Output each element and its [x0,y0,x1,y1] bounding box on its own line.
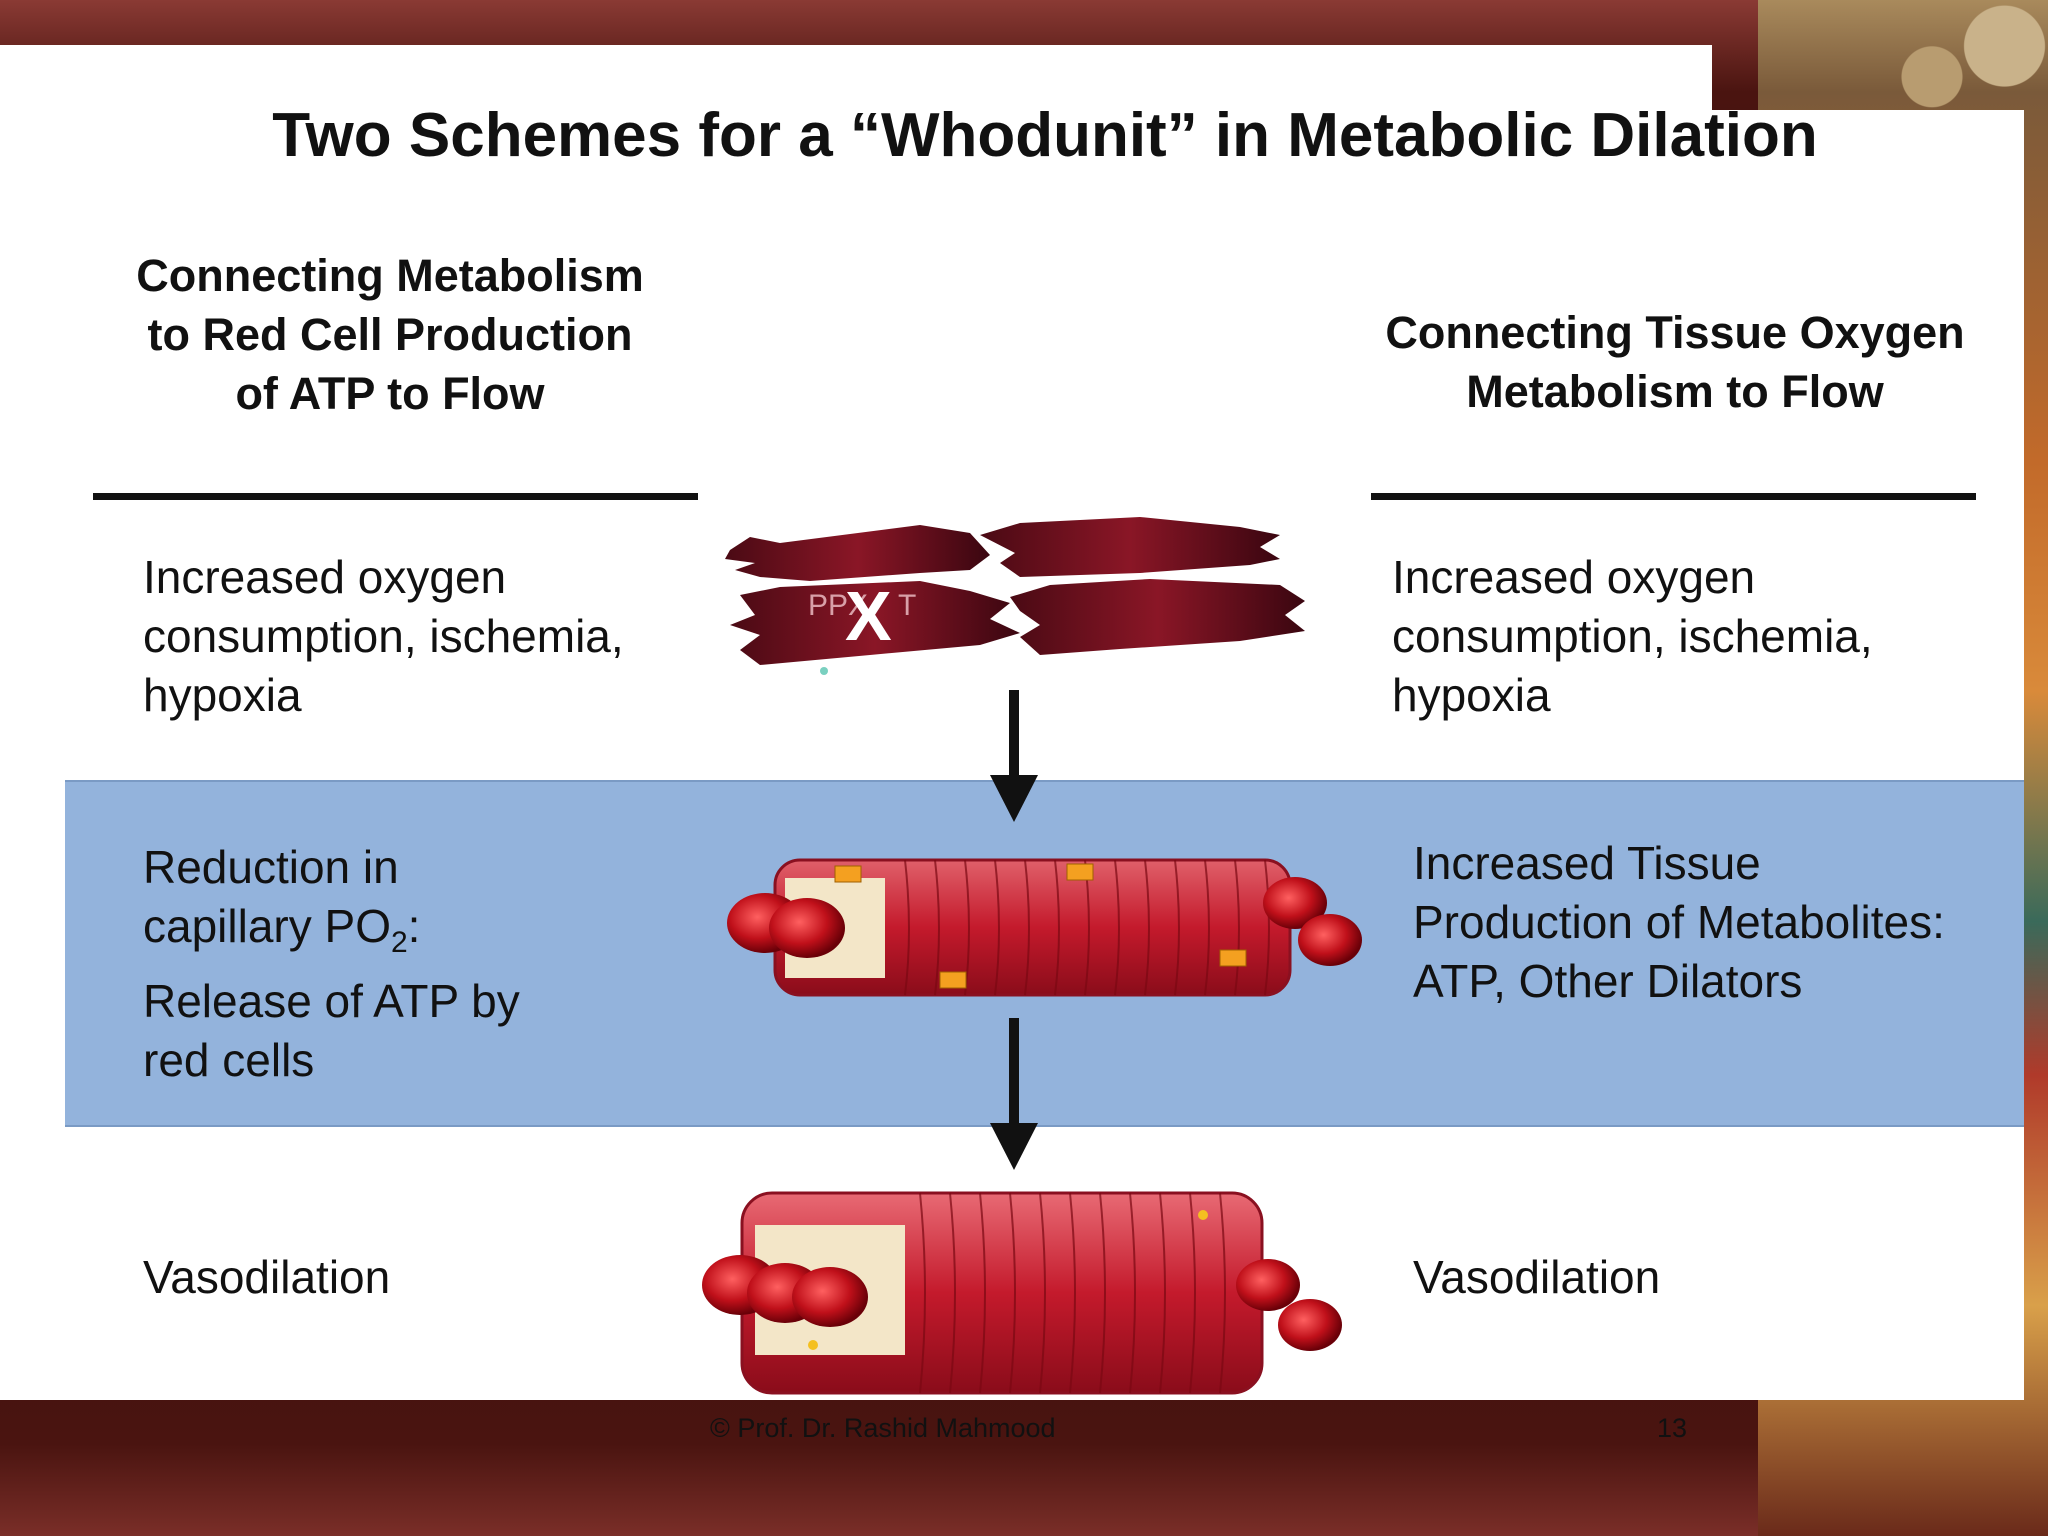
muscle-fiber [1010,579,1305,655]
red-blood-cell [1278,1299,1342,1351]
blood-vessel-illustration [727,858,1362,997]
red-blood-cell [792,1267,868,1327]
arrow-down-2 [990,1018,1038,1170]
right-heading-divider [1371,493,1976,500]
text-line: Increased oxygen [1392,551,1756,603]
row1-left-text: Increased oxygen consumption, ischemia, … [143,548,624,725]
muscle-label-t: T [898,589,916,622]
text-line: red cells [143,1034,315,1087]
slide-title: Two Schemes for a “Whodunit” in Metaboli… [272,101,1818,170]
red-blood-cell [1298,914,1362,966]
red-blood-cell [769,898,845,958]
footer-credit: © Prof. Dr. Rashid Mahmood [710,1413,1056,1443]
muscle-label-pp: PPX [808,589,868,622]
page-number: 13 [1657,1413,1688,1443]
row3-right-text: Vasodilation [1413,1251,1661,1303]
slide-canvas [0,45,1712,1400]
text-line: hypoxia [1392,669,1551,721]
atp-marker [1198,1210,1208,1220]
red-blood-cell [1263,877,1327,929]
row1-right-text: Increased oxygen consumption, ischemia, … [1392,548,1873,725]
text-line: Production of Metabolites: [1413,896,1945,948]
left-heading-divider [93,493,698,500]
left-heading-line: of ATP to Flow [235,368,545,419]
muscle-fibers-illustration: PPX T X [725,517,1305,675]
muscle-fiber [725,525,990,581]
text-line: consumption, ischemia, [143,610,624,662]
slide-canvas-extension [1712,110,2024,1400]
atp-marker [1219,949,1247,967]
atp-marker [834,865,862,883]
right-column-heading: Connecting Tissue Oxygen Metabolism to F… [1350,303,2000,421]
dilated-vessel-illustration [702,1191,1342,1395]
right-heading-line: Connecting Tissue Oxygen [1385,307,1965,358]
muscle-fiber [980,517,1280,577]
marker-dot [820,667,828,675]
po2-suffix: : [407,900,421,952]
arrow-down-1 [990,690,1038,822]
row3-left-text: Vasodilation [143,1251,391,1303]
text-line: Release of ATP by [143,975,520,1028]
po2-subscript: 2 [390,926,408,960]
atp-marker [1066,863,1094,881]
atp-marker [808,1340,818,1350]
row2-left-text: Reduction in capillary PO2: Release of A… [143,838,520,1090]
text-line: Increased Tissue [1413,837,1761,889]
text-line: Increased oxygen [143,551,507,603]
left-heading-line: Connecting Metabolism [136,250,644,301]
red-blood-cell [1236,1259,1300,1311]
left-column-heading: Connecting Metabolism to Red Cell Produc… [90,246,690,423]
left-heading-line: to Red Cell Production [147,309,633,360]
text-line: ATP, Other Dilators [1413,955,1803,1007]
row2-right-text: Increased Tissue Production of Metabolit… [1413,834,1945,1011]
text-line: hypoxia [143,669,302,721]
text-line: consumption, ischemia, [1392,610,1873,662]
muscle-fiber [730,581,1020,665]
text-line: Reduction in [143,841,399,893]
muscle-label-x: X [845,577,892,655]
po2-prefix: capillary PO [143,900,391,952]
text-line-po2: capillary PO2: [143,897,520,972]
right-heading-line: Metabolism to Flow [1466,366,1884,417]
atp-marker [939,971,967,989]
